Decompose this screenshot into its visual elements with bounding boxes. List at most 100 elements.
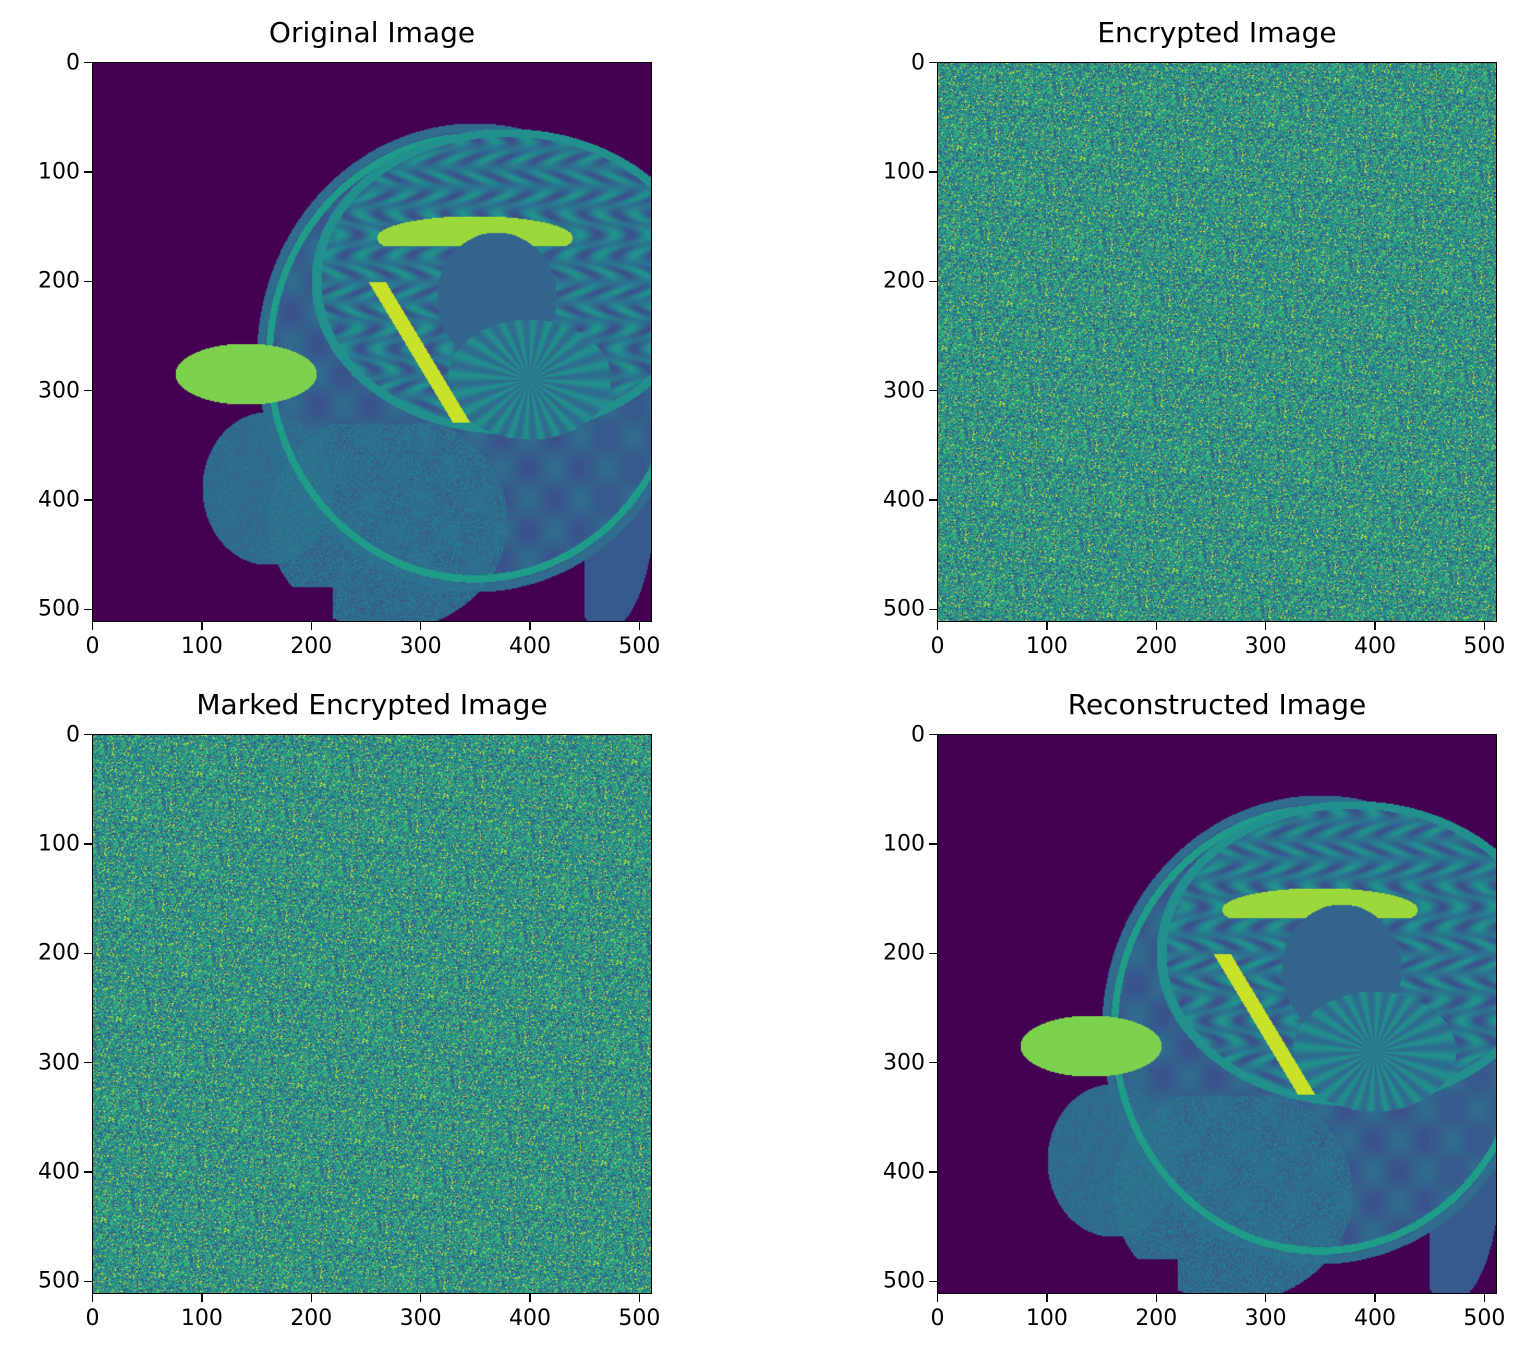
x-tick-label: 500	[618, 1306, 661, 1331]
y-tick-label: 0	[66, 50, 80, 76]
x-tick	[310, 622, 313, 630]
x-tick	[936, 1294, 939, 1302]
y-tick-label: 200	[883, 940, 925, 966]
plot-area-original	[92, 62, 652, 622]
x-tick	[1155, 622, 1158, 630]
x-tick-label: 400	[1354, 1306, 1397, 1331]
plot-area-encrypted	[937, 62, 1497, 622]
x-tick-label: 500	[1463, 634, 1506, 659]
y-tick-label: 200	[883, 268, 925, 294]
y-tick	[929, 61, 937, 64]
y-tick-label: 500	[38, 1268, 80, 1294]
x-tick	[936, 622, 939, 630]
x-tick	[91, 1294, 94, 1302]
y-tick	[929, 499, 937, 501]
y-tick	[929, 389, 937, 392]
x-tick	[419, 1294, 422, 1302]
y-tick	[929, 1171, 937, 1173]
y-tick-label: 300	[883, 1050, 925, 1076]
x-tick-label: 300	[399, 634, 442, 659]
x-tick	[201, 622, 203, 630]
y-tick	[84, 499, 92, 501]
y-tick-label: 100	[883, 159, 925, 185]
y-tick-label: 0	[66, 722, 80, 748]
x-tick-label: 0	[930, 1306, 945, 1331]
y-tick	[929, 171, 937, 173]
panel-title: Original Image	[268, 16, 476, 49]
x-tick	[91, 622, 94, 630]
x-tick	[1264, 622, 1267, 630]
panel-title: Reconstructed Image	[1067, 688, 1367, 721]
y-tick	[929, 733, 937, 736]
y-tick-label: 400	[883, 1159, 925, 1185]
x-tick	[1264, 1294, 1267, 1302]
plot-area-marked-encrypted	[92, 734, 652, 1294]
x-tick	[310, 1294, 313, 1302]
x-tick	[1483, 1294, 1486, 1302]
x-tick-label: 300	[399, 1306, 442, 1331]
x-tick-label: 100	[1025, 634, 1068, 659]
x-tick	[638, 622, 641, 630]
x-tick	[529, 1294, 531, 1302]
x-tick	[1046, 622, 1048, 630]
x-tick-label: 500	[618, 634, 661, 659]
y-tick	[84, 389, 92, 392]
y-tick	[929, 843, 937, 845]
x-tick-label: 400	[509, 1306, 552, 1331]
reconstructed-image-heatmap	[938, 735, 1496, 1293]
y-tick-label: 200	[38, 268, 80, 294]
y-tick	[84, 952, 92, 955]
x-tick	[201, 1294, 203, 1302]
y-tick-label: 0	[911, 50, 925, 76]
x-tick	[1155, 1294, 1158, 1302]
x-tick-label: 0	[85, 634, 100, 659]
x-tick-label: 500	[1463, 1306, 1506, 1331]
encrypted-image-heatmap	[938, 63, 1496, 621]
marked-encrypted-image-heatmap	[93, 735, 651, 1293]
y-tick-label: 300	[38, 378, 80, 404]
y-tick	[929, 1280, 937, 1283]
x-tick-label: 200	[290, 634, 333, 659]
y-tick	[84, 171, 92, 173]
y-tick-label: 400	[883, 487, 925, 513]
x-tick-label: 100	[180, 1306, 223, 1331]
x-tick	[1374, 1294, 1376, 1302]
x-tick-label: 200	[290, 1306, 333, 1331]
y-tick	[84, 733, 92, 736]
panel-title: Encrypted Image	[1097, 16, 1337, 49]
y-tick	[84, 1171, 92, 1173]
y-tick-label: 300	[38, 1050, 80, 1076]
plot-area-reconstructed	[937, 734, 1497, 1294]
y-tick-label: 500	[883, 1268, 925, 1294]
y-tick	[929, 952, 937, 955]
x-tick	[638, 1294, 641, 1302]
y-tick-label: 400	[38, 487, 80, 513]
x-tick-label: 0	[85, 1306, 100, 1331]
y-tick-label: 100	[38, 831, 80, 857]
y-tick	[929, 608, 937, 611]
y-tick	[84, 608, 92, 611]
x-tick-label: 100	[1025, 1306, 1068, 1331]
y-tick-label: 400	[38, 1159, 80, 1185]
y-tick	[84, 1280, 92, 1283]
y-tick-label: 100	[883, 831, 925, 857]
x-tick-label: 200	[1135, 1306, 1178, 1331]
x-tick-label: 100	[180, 634, 223, 659]
x-tick	[1046, 1294, 1048, 1302]
y-tick-label: 500	[883, 596, 925, 622]
y-tick-label: 300	[883, 378, 925, 404]
x-tick	[1483, 622, 1486, 630]
x-tick-label: 200	[1135, 634, 1178, 659]
y-tick	[84, 61, 92, 64]
y-tick	[929, 1061, 937, 1064]
x-tick-label: 400	[1354, 634, 1397, 659]
y-tick-label: 200	[38, 940, 80, 966]
x-tick-label: 300	[1244, 1306, 1287, 1331]
x-tick-label: 0	[930, 634, 945, 659]
y-tick-label: 0	[911, 722, 925, 748]
original-image-heatmap	[93, 63, 651, 621]
panel-title: Marked Encrypted Image	[196, 688, 548, 721]
